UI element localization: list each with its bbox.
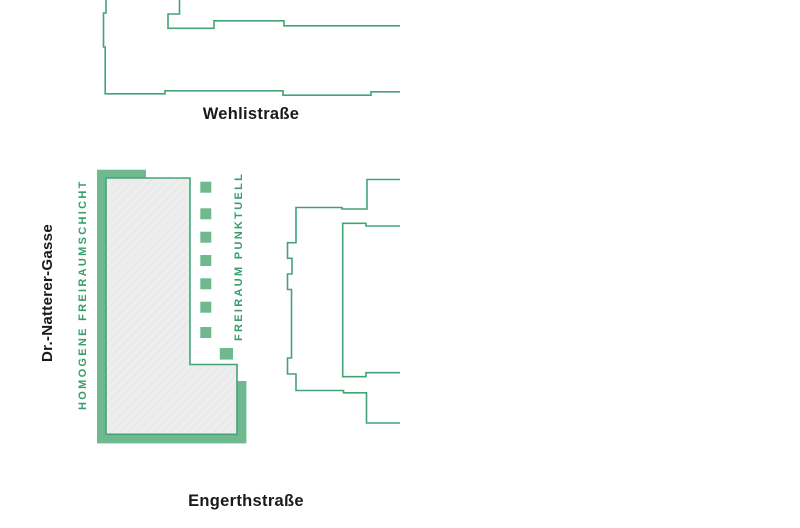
planned-building-block [105,177,238,436]
dotted-square [200,181,212,193]
dotted-square [219,348,233,360]
dotted-squares [200,181,233,360]
dotted-square [200,278,212,290]
east-building-courtyard-outline [341,222,400,378]
north-building-inner-outline [167,0,400,30]
dotted-square [200,208,212,220]
street-label-wehlistrasse: Wehlistraße [202,105,300,123]
dotted-square [200,231,212,243]
zone-label-homogene-freiraumschicht: HOMOGENE FREIRAUMSCHICHT [77,179,89,410]
dotted-square [200,255,212,266]
dotted-square [200,301,212,313]
dotted-square [200,327,212,338]
open-space-band [97,169,247,444]
street-label-engerthstrasse: Engerthstraße [188,492,304,510]
east-building-outline [286,178,400,424]
street-label-dr-natterer-gasse: Dr.-Natterer-Gasse [39,224,56,362]
north-building-outline [102,0,400,96]
zone-label-freiraum-punktuell: FREIRAUM PUNKTUELL [233,171,245,341]
